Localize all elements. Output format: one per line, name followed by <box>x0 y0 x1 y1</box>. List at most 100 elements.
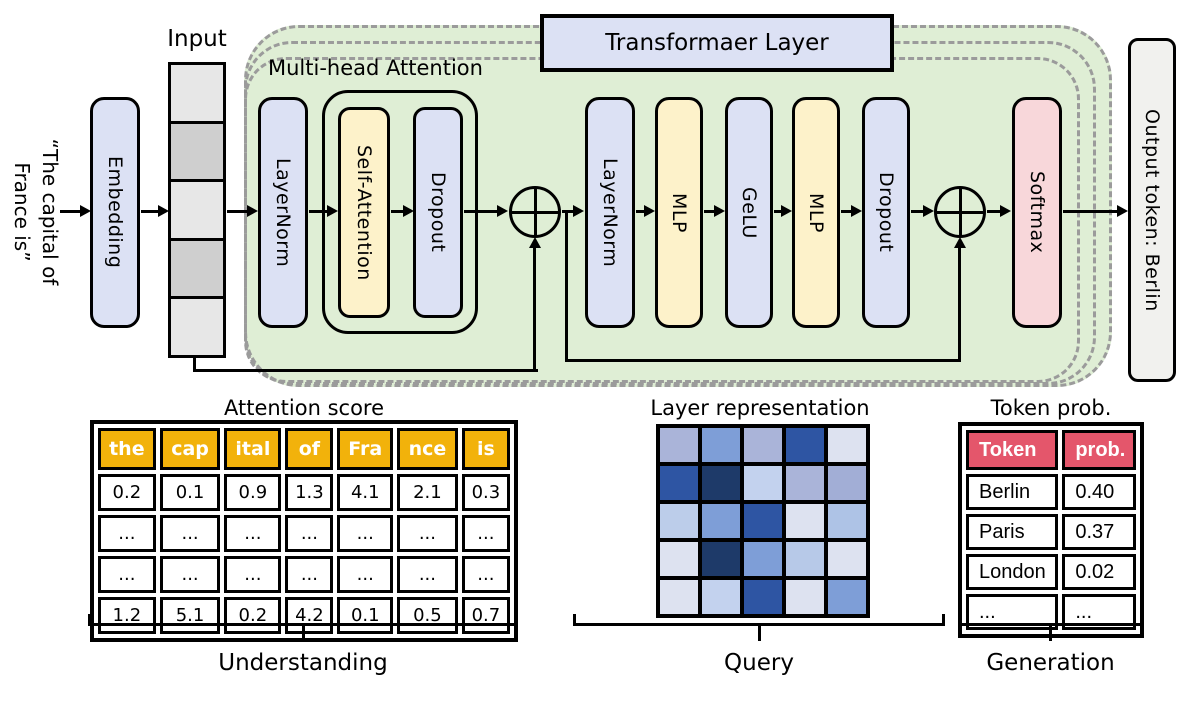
token-cell: 0.37 <box>1062 514 1136 550</box>
transformer-layer-title: Transformaer Layer <box>605 30 829 56</box>
generation-brace <box>958 614 1143 641</box>
residual-arrowhead-2 <box>954 237 966 248</box>
input-token-cell <box>171 179 223 238</box>
flow-arrow <box>1063 210 1119 213</box>
mlp1-block: MLP <box>655 97 703 328</box>
heatmap-cell <box>828 466 866 500</box>
flow-arrowhead <box>497 205 508 217</box>
attention-cell: 4.1 <box>337 474 394 511</box>
layer-representation-title: Layer representation <box>650 396 870 420</box>
layer-representation-heatmap <box>656 424 870 618</box>
residual-line-2 <box>958 248 961 362</box>
flow-arrowhead <box>781 205 792 217</box>
query-label: Query <box>724 650 794 676</box>
attention-header-cell: is <box>461 428 510 470</box>
heatmap-cell <box>786 580 824 614</box>
input-prompt-line2: France is” <box>10 162 34 262</box>
input-token-cell <box>171 65 223 121</box>
heatmap-cell <box>660 466 698 500</box>
token-cell: Paris <box>966 514 1059 550</box>
attention-cell: 0.9 <box>224 474 282 511</box>
attention-cell: ... <box>159 515 221 552</box>
heatmap-cell <box>660 580 698 614</box>
residual-line-1 <box>533 248 536 372</box>
multi-head-attention-label: Multi-head Attention <box>268 56 483 80</box>
attention-cell: ... <box>397 556 458 593</box>
add-circle-icon <box>509 186 561 238</box>
input-token-column <box>168 62 226 358</box>
attention-cell: ... <box>224 515 282 552</box>
token-header-cell: prob. <box>1062 430 1136 470</box>
flow-arrow <box>774 210 784 213</box>
flow-arrow <box>841 210 854 213</box>
attention-cell: 0.2 <box>98 474 156 511</box>
mlp2-block: MLP <box>792 97 840 328</box>
residual-line-1 <box>193 356 196 372</box>
brace-tick <box>1049 623 1052 641</box>
self-attention-block: Self-Attention <box>338 107 390 318</box>
residual-line-2 <box>565 359 961 362</box>
residual-line-2 <box>565 212 568 362</box>
flow-arrowhead <box>714 205 725 217</box>
brace-tick <box>757 623 761 641</box>
heatmap-cell <box>786 428 824 462</box>
flow-arrow <box>636 210 647 213</box>
input-token-cell <box>171 296 223 355</box>
flow-arrowhead <box>80 205 91 217</box>
attention-header-cell: cap <box>159 428 221 470</box>
attention-header-cell: Fra <box>337 428 394 470</box>
dropout2-block: Dropout <box>862 97 910 328</box>
heatmap-cell <box>828 504 866 538</box>
attention-cell: 0.5 <box>397 597 458 634</box>
layernorm1-block: LayerNorm <box>258 97 308 328</box>
flow-arrowhead <box>327 205 338 217</box>
attention-header-cell: nce <box>397 428 458 470</box>
understanding-label: Understanding <box>218 650 388 676</box>
transformer-layer-title-box: Transformaer Layer <box>540 14 894 72</box>
add-circle-icon <box>934 186 986 238</box>
residual-arrowhead-1 <box>529 237 541 248</box>
gelu-block: GeLU <box>725 97 773 328</box>
flow-arrowhead <box>573 205 584 217</box>
heatmap-cell <box>744 580 782 614</box>
token-prob-title: Token prob. <box>990 396 1112 420</box>
flow-arrowhead <box>923 205 934 217</box>
table-row: ..................... <box>98 556 510 593</box>
token-header-cell: Token <box>966 430 1059 470</box>
attention-cell: 0.2 <box>224 597 282 634</box>
flow-arrow <box>227 210 250 213</box>
heatmap-cell <box>828 428 866 462</box>
flow-arrow <box>464 210 499 213</box>
input-token-cell <box>171 237 223 297</box>
attention-cell: ... <box>337 556 394 593</box>
heatmap-cell <box>744 428 782 462</box>
attention-cell: ... <box>224 556 282 593</box>
token-cell: 0.40 <box>1062 474 1136 510</box>
attention-cell: 2.1 <box>397 474 458 511</box>
flow-arrowhead <box>158 205 169 217</box>
token-cell: Berlin <box>966 474 1059 510</box>
flow-arrow <box>60 210 82 213</box>
flow-arrowhead <box>247 205 258 217</box>
attention-cell: ... <box>461 515 510 552</box>
generation-label: Generation <box>986 650 1115 676</box>
flow-arrow <box>704 210 717 213</box>
flow-arrowhead <box>851 205 862 217</box>
flow-arrow <box>911 210 926 213</box>
layernorm2-block: LayerNorm <box>585 97 635 328</box>
token-cell: ... <box>966 594 1059 630</box>
attention-header-cell: ital <box>224 428 282 470</box>
attention-score-title: Attention score <box>223 396 385 420</box>
flow-arrow <box>141 210 160 213</box>
output-token-block: Output token: Berlin <box>1128 38 1176 382</box>
heatmap-cell <box>702 428 740 462</box>
table-row: ..................... <box>98 515 510 552</box>
attention-cell: ... <box>461 556 510 593</box>
